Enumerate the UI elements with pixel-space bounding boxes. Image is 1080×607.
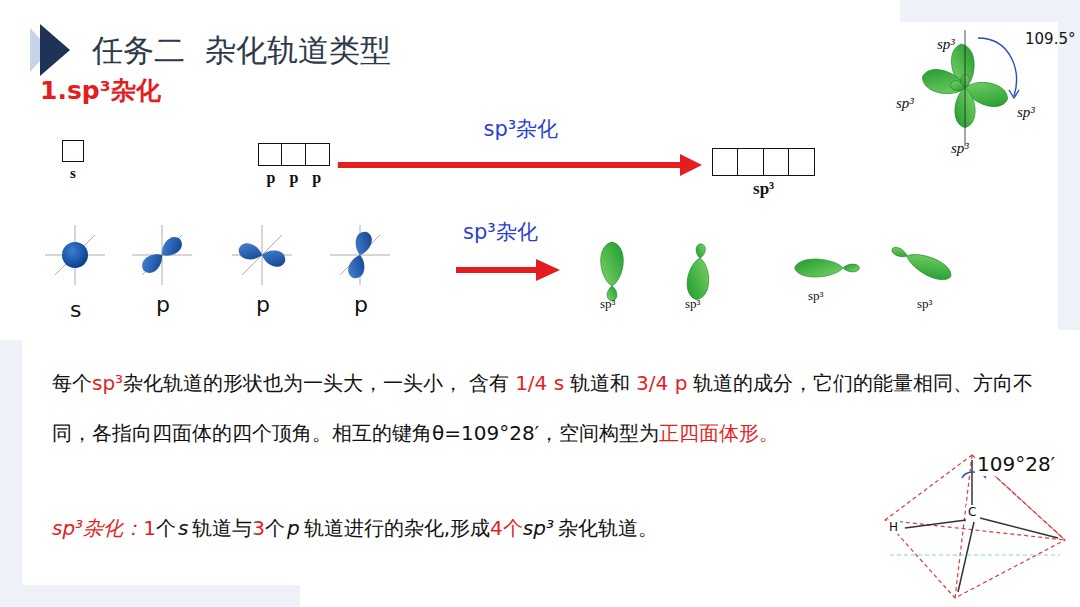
text-run: sp³ bbox=[523, 516, 554, 540]
orbital-name: sp³ bbox=[917, 296, 932, 312]
text-run: 轨道进行的杂化,形成 bbox=[304, 516, 490, 540]
orbital-box-group: sp³ bbox=[712, 148, 815, 199]
orbital-box-row bbox=[258, 143, 330, 166]
orbital-box bbox=[281, 143, 306, 166]
sp3-lobe bbox=[601, 242, 624, 301]
text-run: 个 bbox=[156, 516, 176, 540]
text-run: 正四面体形。 bbox=[659, 421, 779, 445]
text-run: 1/4 s bbox=[515, 371, 564, 395]
p-orbital bbox=[232, 225, 292, 285]
atom-label: C bbox=[966, 505, 978, 519]
angle-label: 109°28′ bbox=[975, 452, 1057, 476]
orbital-box bbox=[62, 140, 84, 162]
sp3-lobe bbox=[795, 259, 860, 277]
text-run: s bbox=[178, 516, 188, 540]
arrow-shaft bbox=[338, 162, 682, 168]
orbital-name: p bbox=[354, 292, 368, 317]
text-run: sp³ bbox=[92, 371, 123, 395]
orbital-label: sp³ bbox=[1017, 104, 1035, 121]
tetrahedron bbox=[885, 455, 1065, 598]
orbital-name: sp³ bbox=[808, 288, 823, 304]
slide-title: 任务二 杂化轨道类型 bbox=[92, 30, 391, 72]
orbital-name: s bbox=[70, 297, 81, 322]
text-run: 杂化轨道。 bbox=[558, 516, 658, 540]
orbital-box-row bbox=[62, 140, 84, 162]
orbital-box-group: s bbox=[62, 140, 84, 182]
orbital-label: sp³ bbox=[937, 36, 955, 53]
orbital-box-group: p p p bbox=[258, 143, 330, 187]
title-chevron bbox=[40, 24, 70, 76]
orbital-label: p p p bbox=[267, 169, 322, 187]
text-run: 杂化轨道的形状也为一头大，一头小， bbox=[123, 371, 463, 395]
orbital-label: sp³ bbox=[753, 179, 774, 199]
arrow-label: sp³杂化 bbox=[463, 218, 538, 246]
orbital-name: sp³ bbox=[685, 296, 700, 312]
sp3-lobe bbox=[686, 243, 712, 301]
corner-band bbox=[1058, 0, 1080, 330]
orbital-box bbox=[258, 143, 283, 166]
orbital-name: sp³ bbox=[600, 296, 615, 312]
c-h-bonds bbox=[905, 460, 1058, 592]
p-orbital bbox=[330, 225, 390, 285]
summary-line: sp³杂化：1个s轨道与3个p轨道进行的杂化,形成4个sp³杂化轨道。 bbox=[52, 503, 882, 553]
sp3-orbital-set bbox=[920, 30, 1011, 146]
text-run: 含有 bbox=[469, 371, 509, 395]
orbital-box bbox=[305, 143, 330, 166]
text-run: 3/4 p bbox=[636, 371, 687, 395]
orbital-name: p bbox=[256, 292, 270, 317]
section-heading: 1.sp³杂化 bbox=[40, 74, 161, 107]
orbital-label: s bbox=[70, 165, 76, 182]
hybridization-arrow bbox=[456, 259, 560, 281]
text-run: 3 bbox=[252, 516, 265, 540]
text-run: p bbox=[287, 516, 300, 540]
orbital-box bbox=[788, 148, 815, 176]
orbital-box-row bbox=[712, 148, 815, 176]
orbital-name: p bbox=[156, 292, 170, 317]
text-run: 每个 bbox=[52, 371, 92, 395]
orbital-label: sp³ bbox=[951, 140, 969, 157]
text-run: 4个 bbox=[490, 516, 523, 540]
orbital-box bbox=[737, 148, 764, 176]
text-run: 1 bbox=[143, 516, 156, 540]
sp3-lobe bbox=[888, 241, 954, 285]
guide-line bbox=[890, 555, 1060, 556]
text-run: 个 bbox=[265, 516, 285, 540]
corner-band bbox=[0, 340, 22, 607]
corner-band bbox=[0, 585, 300, 607]
orbital-box bbox=[763, 148, 790, 176]
orbital-box bbox=[712, 148, 739, 176]
text-run: 轨道和 bbox=[570, 371, 630, 395]
arrow-label: sp³杂化 bbox=[484, 115, 559, 143]
p-orbital bbox=[132, 225, 192, 285]
body-paragraph: 每个sp³杂化轨道的形状也为一头大，一头小，含有1/4 s轨道和3/4 p轨道的… bbox=[52, 358, 1052, 458]
hybridization-arrow bbox=[338, 154, 702, 176]
text-run: sp³杂化： bbox=[52, 516, 143, 540]
s-orbital bbox=[45, 225, 105, 285]
corner-band bbox=[900, 0, 1080, 22]
atom-label: H bbox=[887, 520, 900, 534]
arrow-head bbox=[680, 154, 702, 176]
angle-arrow bbox=[978, 38, 1019, 98]
orbital-label: sp³ bbox=[896, 95, 914, 112]
angle-label: 109.5° bbox=[1025, 30, 1075, 48]
text-run: 轨道与 bbox=[192, 516, 252, 540]
